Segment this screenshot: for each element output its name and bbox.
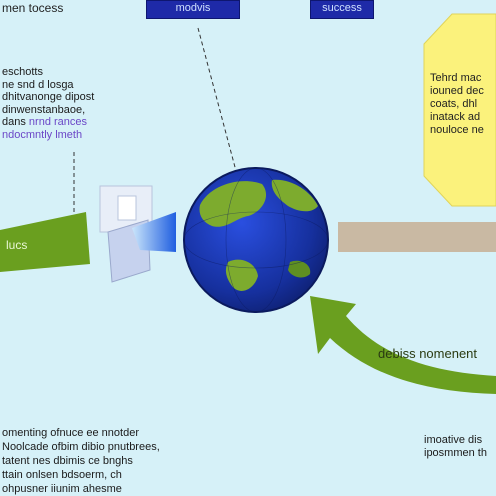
right-arrow-label: debiss nomenent: [378, 346, 478, 361]
bottom-right-paragraph: imoative dis iposmmen th: [424, 434, 487, 460]
bottom-left-line: ttain onlsen bdsoerm, ch: [2, 469, 122, 481]
bottom-left-line: tatent nes dbimis ce bnghs: [2, 455, 133, 467]
left-paragraph-line: eschotts: [2, 66, 43, 78]
beige-bar: [338, 222, 496, 252]
right-green-arrow: [310, 296, 496, 394]
left-arrow-label: lucs: [6, 238, 28, 252]
bottom-right-line: imoative dis: [424, 434, 483, 446]
note-line: coats, dhl: [430, 98, 478, 110]
left-paragraph: eschotts ne snd d losga dhitvanonge dipo…: [2, 66, 94, 141]
bottom-left-paragraph: omenting ofnuce ee nnotder Noolcade ofbi…: [2, 426, 160, 496]
connector-line-top: [197, 27, 241, 187]
left-paragraph-line: dinwenstanbaoe,: [2, 103, 86, 116]
top-left-label: men tocess: [2, 1, 64, 15]
left-paragraph-highlight: nrnd rances: [28, 116, 88, 128]
note-octagon: [423, 13, 496, 207]
note-line: iouned dec: [430, 85, 484, 97]
globe-icon: [183, 167, 329, 313]
left-paragraph-highlight: ndocmntly lmeth: [2, 128, 83, 141]
bottom-left-line: ohpusner iiunim ahesme: [2, 483, 122, 495]
note-line: Tehrd mac: [430, 72, 482, 84]
left-paragraph-line: dans: [2, 116, 26, 128]
note-line: nouloce ne: [430, 124, 484, 136]
note-text: Tehrd mac iouned dec coats, dhl inatack …: [430, 72, 484, 137]
device-icon: [99, 185, 176, 283]
bottom-right-line: iposmmen th: [424, 447, 487, 459]
bottom-left-line: omenting ofnuce ee nnotder: [2, 427, 139, 439]
left-green-arrow: [0, 212, 90, 272]
left-paragraph-line: ne snd d losga: [2, 78, 74, 91]
left-paragraph-line: dhitvanonge dipost: [2, 91, 95, 103]
note-line: inatack ad: [430, 111, 481, 123]
bottom-left-line: Noolcade ofbim dibio pnutbrees,: [2, 441, 160, 453]
tab-success[interactable]: success: [310, 0, 374, 19]
tab-modvis[interactable]: modvis: [146, 0, 240, 19]
